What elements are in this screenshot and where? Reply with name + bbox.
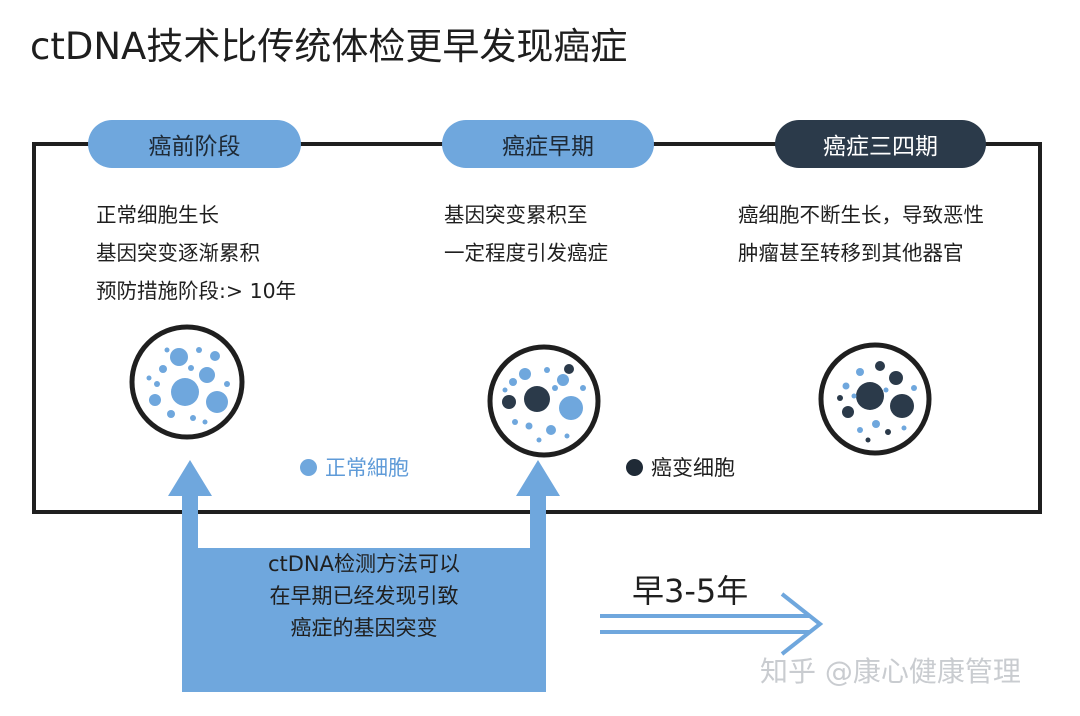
description-line: 一定程度引发癌症 — [444, 241, 608, 265]
cancer-cell-dot-icon — [626, 458, 643, 476]
page-title: ctDNA技术比传统体检更早发现癌症 — [30, 25, 628, 68]
stage-pill-late: 癌症三四期 — [775, 120, 986, 168]
description-line: 预防措施阶段:> 10年 — [96, 279, 297, 303]
legend-normal-cell: 正常細胞 — [300, 452, 409, 482]
description-line: 肿瘤甚至转移到其他器官 — [738, 241, 964, 265]
watermark: 知乎 @康心健康管理 — [760, 655, 1021, 688]
stage-pill-precancer: 癌前阶段 — [88, 120, 301, 168]
description-line: 正常细胞生长 — [96, 203, 219, 227]
early-cancer-cell-icon — [487, 344, 601, 458]
callout-line: 在早期已经发现引致 — [269, 584, 459, 608]
stage-description-precancer: 正常细胞生长 基因突变逐渐累积 预防措施阶段:> 10年 — [96, 196, 296, 310]
stage-description-early: 基因突变累积至 一定程度引发癌症 — [444, 196, 608, 272]
normal-cell-dot-icon — [300, 458, 317, 476]
normal-cell-icon — [129, 324, 245, 440]
early-gain-label: 早3-5年 — [632, 572, 749, 610]
late-cancer-cell-icon — [818, 342, 932, 456]
description-line: 基因突变逐渐累积 — [96, 241, 260, 265]
description-line: 基因突变累积至 — [444, 203, 588, 227]
legend-cancer-cell: 癌变细胞 — [626, 452, 735, 482]
legend-normal-label: 正常細胞 — [325, 456, 409, 480]
callout-line: 癌症的基因突变 — [290, 616, 438, 640]
stage-description-late: 癌细胞不断生长，导致恶性 肿瘤甚至转移到其他器官 — [738, 196, 984, 272]
callout-line: ctDNA检测方法可以 — [267, 552, 461, 576]
ctdna-callout: ctDNA检测方法可以 在早期已经发现引致 癌症的基因突变 — [196, 548, 532, 644]
legend-cancer-label: 癌变细胞 — [651, 456, 735, 480]
description-line: 癌细胞不断生长，导致恶性 — [738, 203, 984, 227]
double-arrow-icon — [600, 592, 824, 656]
stage-pill-early: 癌症早期 — [442, 120, 654, 168]
